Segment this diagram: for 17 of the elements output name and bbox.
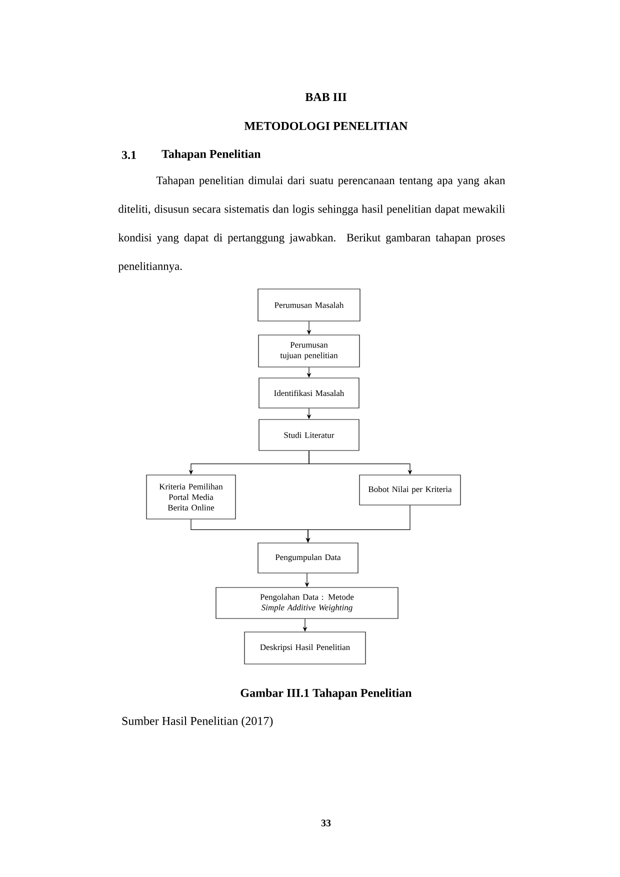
section-heading: Tahapan Penelitian <box>162 150 261 160</box>
process-box: Bobot Nilai per Kriteria <box>359 474 461 506</box>
process-box: Perumusan tujuan penelitian <box>258 334 360 368</box>
section-number: 3.1 <box>122 150 136 160</box>
chapter-title: BAB III <box>305 93 346 101</box>
process-box: Studi Literatur <box>258 419 360 451</box>
paragraph: Tahapan penelitian dimulai dari suatu perencanaan tentang apa yang akan diteliti, disusun secara sistematis dan logis sehingga hasil penelitian dapat mewakili kondisi yang dapat di pertanggung jawabkan. Berikut gambaran tahapan proses penelitiannya. <box>118 176 506 272</box>
process-box: Pengolahan Data : Metode Simple Additive Weighting <box>216 587 398 619</box>
process-box: Perumusan Masalah <box>258 288 360 322</box>
chapter-heading: METODOLOGI PENELITIAN <box>244 122 408 130</box>
page-number: 33 <box>321 820 331 826</box>
source-note: Sumber Hasil Penelitian (2017) <box>122 716 273 728</box>
process-box: Pengumpulan Data <box>258 542 358 574</box>
process-box: Identifikasi Masalah <box>258 378 360 408</box>
process-box: Deskripsi Hasil Penelitian <box>244 632 366 664</box>
process-box: Kriteria Pemilihan Portal Media Berita Online <box>146 474 236 520</box>
figure-caption: Gambar III.1 Tahapan Penelitian <box>240 688 412 700</box>
